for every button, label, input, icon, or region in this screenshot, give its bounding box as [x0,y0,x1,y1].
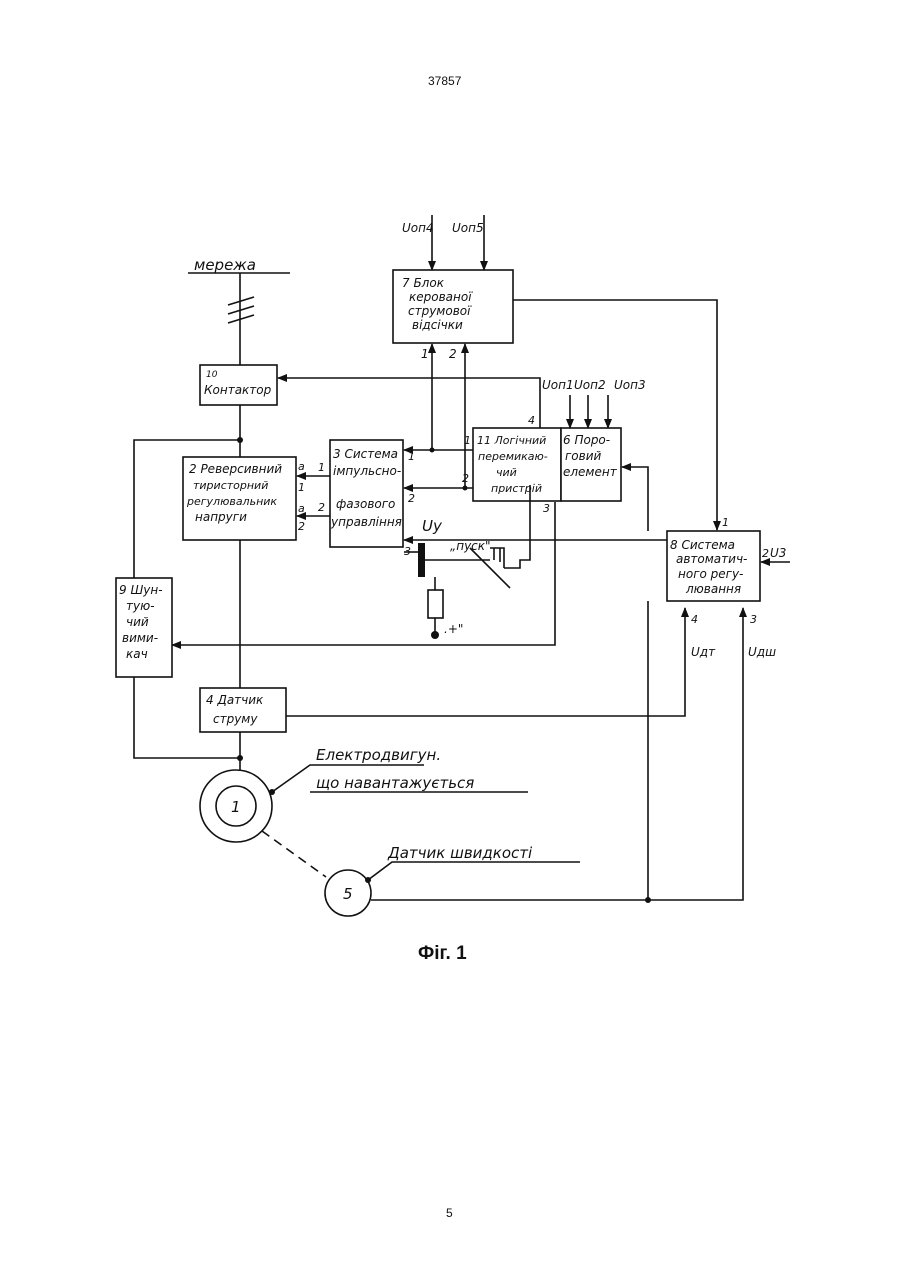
junction-shunt-top [237,437,243,443]
signal-u-op5: Uоп5 [452,221,484,235]
speed-sensor-leader [368,862,580,880]
speed-sensor-leader-dot [365,877,371,883]
block-9-shunting-switch: 9 Шун- тую- чий вими- кач [116,578,172,677]
block-3-line-3: фазового [336,497,395,511]
block-7-line-2: керованої [409,290,473,304]
block-11-line-3: чий [496,466,517,479]
wire-11-to-contactor [278,378,540,428]
page-number: 5 [446,1206,453,1220]
block-2-pin-2: 2 [298,520,305,533]
block-3-pin-out2: 2 [318,501,325,514]
block-11-line-1: 11 Логічний [477,434,546,447]
block-8-pin-1: 1 [722,516,729,529]
motor-caption-1: Електродвигун. [316,746,441,764]
block-3-pin-in2: 2 [408,492,415,505]
block-6-line-3: елемент [563,465,618,479]
block-6-line-1: 6 Поро- [563,433,610,447]
block-8-line-3: ного регу- [678,567,743,581]
start-button-circuit [404,485,530,639]
three-phase-mark [228,297,254,323]
block-6-line-2: говий [565,449,602,463]
block-2-thyristor-regulator: 2 Реверсивний тиристорний регулювальник … [183,457,296,540]
block-7-current-cutoff: 7 Блок керованої струмової відсічки [393,270,513,343]
block-8-pin-2: 2 [762,547,769,560]
block-8-automatic-regulation: 8 Система автоматич- ного регу- лювання [667,531,760,601]
signal-u3: U3 [770,546,786,560]
block-2-line-3: регулювальник [186,495,277,508]
plus-terminal-label: .+" [444,622,463,636]
block-8-line-1: 8 Система [670,538,735,552]
block-6-threshold-element: 6 Поро- говий елемент [561,428,621,501]
block-3-line-4: управління [330,515,402,529]
block-2-pin-a2: а [298,502,305,515]
block-4-current-sensor: 4 Датчик струму [200,688,286,732]
block-4-line-2: струму [213,712,258,726]
block-11-pin-3: 3 [543,502,550,515]
signal-u-y: Uу [422,517,443,535]
block-11-logic-switch: 11 Логічний перемикаю- чий пристрій [473,428,561,501]
block-7-pin-1: 1 [421,347,429,361]
network-label: мережа [194,256,256,274]
block-11-pin-4: 4 [528,414,535,427]
motor-leader-dot [269,789,275,795]
block-9-line-3: чий [126,615,149,629]
block-11-line-2: перемикаю- [478,450,548,463]
block-9-line-2: тую- [126,599,155,613]
block-2-line-2: тиристорний [193,479,268,492]
motor-number: 1 [231,798,241,816]
block-10-contactor: 10 Контактор [200,365,277,405]
block-8-pin-3: 3 [750,613,757,626]
signal-u-op1: Uоп1 [542,378,574,392]
block-7-line-3: струмової [408,304,472,318]
block-2-pin-1: 1 [298,481,305,494]
block-2-line-1: 2 Реверсивний [189,462,282,476]
block-3-pulse-phase-control: 3 Система імпульсно- фазового управління [330,440,403,547]
block-3-pin-out1: 1 [318,461,325,474]
block-9-line-1: 9 Шун- [119,583,163,597]
signal-u-op3: Uоп3 [614,378,646,392]
block-11-line-4: пристрій [491,482,542,495]
block-7-line-1: 7 Блок [402,276,445,290]
signal-u-op4: Uоп4 [402,221,434,235]
figure-caption: Фіг. 1 [418,943,467,965]
block-2-line-4: напруги [195,510,247,524]
block-7-line-4: відсічки [412,318,463,332]
mechanical-coupling [262,831,326,877]
junction-speed [645,897,651,903]
signal-u-op2: Uоп2 [574,378,606,392]
block-7-pin-2: 2 [449,347,457,361]
block-3-line-2: імпульсно- [333,464,401,478]
start-button-label: „пуск" [450,539,491,553]
block-8-line-4: лювання [685,582,741,596]
motor-caption-2: що навантажується [316,774,474,792]
block-4-line-1: 4 Датчик [206,693,264,707]
block-8-line-2: автоматич- [676,552,747,566]
block-10-line-2: Контактор [204,383,272,397]
wire-4-to-8 [286,608,685,716]
block-3-pin-in1: 1 [408,450,415,463]
block-3-line-1: 3 Система [333,447,398,461]
junction-7-2 [463,486,468,491]
signal-u-dsh: Uдш [748,645,776,659]
block-9-line-4: вими- [122,631,158,645]
signal-u-dt: Uдт [691,645,716,659]
junction-7-1 [430,448,435,453]
block-9-line-5: кач [126,647,148,661]
speed-sensor-caption: Датчик швидкості [387,844,533,862]
block-8-pin-4: 4 [691,613,698,626]
block-10-line-1: 10 [206,370,218,380]
block-2-pin-a1: а [298,460,305,473]
speed-sensor-number: 5 [343,885,353,903]
wire-8-to-6 [622,467,648,531]
